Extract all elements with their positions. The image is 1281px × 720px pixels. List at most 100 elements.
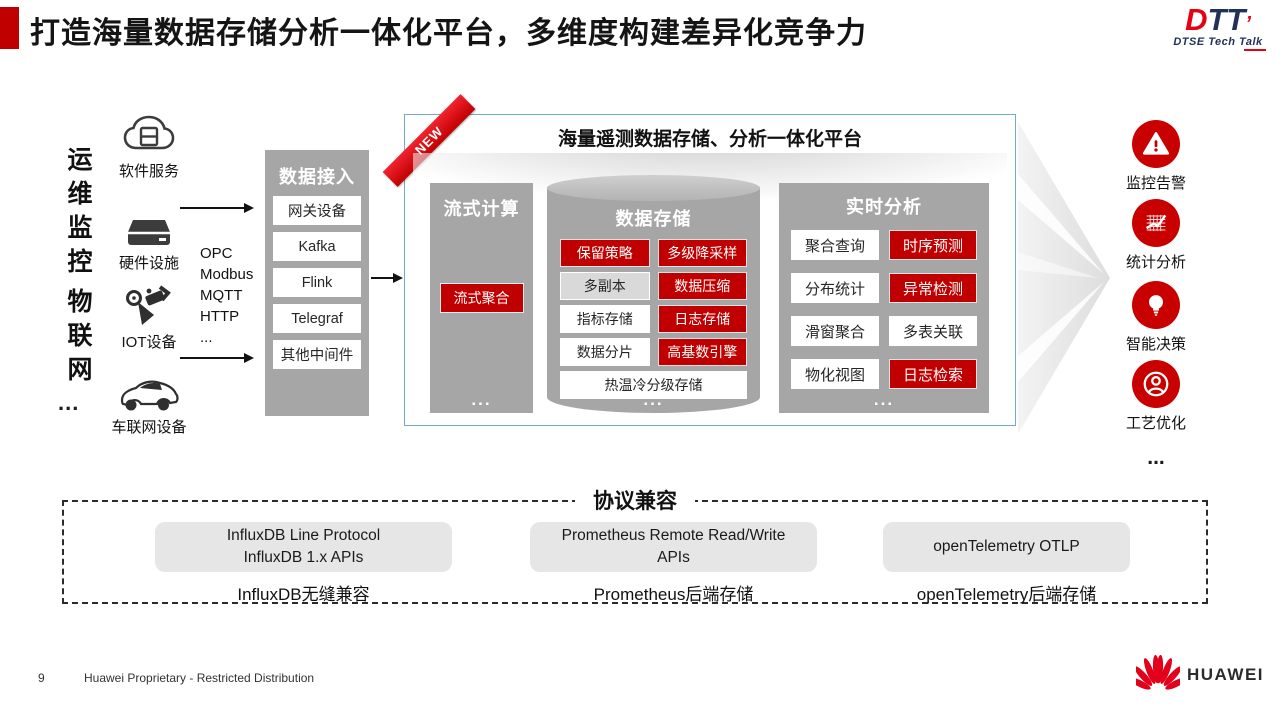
dtt-logo-d: D [1185,2,1208,37]
compat-card-opentelemetry: openTelemetry OTLP openTelemetry后端存储 [883,522,1130,605]
compat-card-line: InfluxDB 1.x APIs [243,549,364,566]
analysis-item: 异常检测 [889,273,977,303]
stream-computing-title: 流式计算 [443,199,520,219]
analysis-item: 多表关联 [889,316,977,346]
ingest-item: Flink [273,268,361,297]
source-iot-device: IOT设备 [101,283,197,352]
car-icon [101,368,197,414]
storage-item: 保留策略 [560,239,650,267]
storage-item: 多级降采样 [657,239,747,267]
analysis-item: 滑窗聚合 [791,316,879,346]
hardware-server-icon [101,204,197,250]
compat-card: Prometheus Remote Read/Write APIs [530,522,817,572]
person-icon [1132,360,1180,408]
realtime-analysis-panel: 实时分析 聚合查询 时序预测 分布统计 异常检测 滑窗聚合 多表关联 物化视图 … [779,183,989,413]
alert-icon [1132,120,1180,168]
storage-item: 数据分片 [560,338,650,366]
compat-card-line: InfluxDB Line Protocol [226,527,381,544]
ingest-item: Kafka [273,232,361,261]
storage-item: 日志存储 [657,305,747,333]
source-label: 车联网设备 [111,419,187,436]
analysis-item: 日志检索 [889,359,977,389]
arrow-sources-to-ingest-bottom [180,353,254,363]
chart-icon [1132,199,1180,247]
compat-caption: openTelemetry后端存储 [916,585,1097,604]
left-ellipsis: ... [58,390,80,415]
dtt-logo-tick-icon: ’ [1245,13,1251,35]
compat-card-prometheus: Prometheus Remote Read/Write APIs Promet… [530,522,817,605]
dtt-logo-tt: TT [1207,2,1246,37]
source-software-service: 软件服务 [101,112,197,181]
platform-title: 海量遥测数据存储、分析一体化平台 [557,129,862,150]
analysis-item: 聚合查询 [791,230,879,260]
protocol-item: MQTT [200,287,243,304]
arrow-ingest-to-platform [371,273,403,283]
storage-item: 热温冷分级存储 [560,371,747,399]
data-storage-panel: 数据存储 保留策略 多级降采样 多副本 数据压缩 指标存储 日志存储 数据分片 … [547,175,760,413]
compat-card: InfluxDB Line Protocol InfluxDB 1.x APIs [155,522,452,572]
output-statistical-analysis: 统计分析 [1116,199,1196,272]
analysis-item: 时序预测 [889,230,977,260]
output-intelligent-decision: 智能决策 [1116,281,1196,354]
storage-item: 多副本 [560,272,650,300]
robot-arm-icon [101,283,197,329]
analysis-items-grid: 聚合查询 时序预测 分布统计 异常检测 滑窗聚合 多表关联 物化视图 日志检索 [791,230,977,389]
output-label: 监控告警 [1125,175,1186,192]
arrow-sources-to-ingest-top [180,203,254,213]
storage-ellipsis: ... [643,390,664,409]
ingest-item: 其他中间件 [273,340,361,369]
bulb-icon [1132,281,1180,329]
protocol-list: OPC Modbus MQTT HTTP ... [200,243,253,348]
protocol-item: ... [200,329,213,346]
ingest-item: 网关设备 [273,196,361,225]
protocol-item: HTTP [200,308,240,325]
compat-card-line: Prometheus Remote Read/Write [561,527,786,544]
protocol-compat-section: 协议兼容 InfluxDB Line Protocol InfluxDB 1.x… [62,485,1208,605]
compat-card-line: APIs [657,549,690,566]
data-ingest-title: 数据接入 [279,167,355,187]
dtt-logo-text: DTT’ [1166,4,1270,35]
source-label: 软件服务 [118,163,179,180]
page-number: 9 [38,671,45,685]
compat-caption: Prometheus后端存储 [593,585,754,604]
compat-card-influxdb: InfluxDB Line Protocol InfluxDB 1.x APIs… [155,522,452,605]
analysis-ellipsis: ... [873,390,895,409]
output-label: 工艺优化 [1125,415,1186,432]
platform-box: NEW 海量遥测数据存储、分析一体化平台 流式计算 流式聚合 ... 数据存储 … [382,94,1016,426]
source-label: 硬件设施 [118,255,179,272]
realtime-analysis-title: 实时分析 [846,197,922,217]
dtt-logo-underline [1244,49,1266,51]
source-label: IOT设备 [121,334,177,351]
output-process-optimization: 工艺优化 [1116,360,1196,433]
analysis-item: 物化视图 [791,359,879,389]
group-label-ops-monitoring: 运维监控 [64,146,92,282]
storage-items-grid: 保留策略 多级降采样 多副本 数据压缩 指标存储 日志存储 数据分片 高基数引擎… [560,239,747,399]
output-label: 统计分析 [1125,254,1186,271]
huawei-brand-text: HUAWEI [1187,665,1264,684]
funnel-arrow-decoration [1018,122,1110,434]
cloud-software-icon [101,112,197,158]
storage-item: 指标存储 [560,305,650,333]
group-label-iot: 物联网 [64,288,92,390]
compat-card: openTelemetry OTLP [883,522,1130,572]
storage-item: 数据压缩 [657,272,747,300]
output-label: 智能决策 [1125,336,1186,353]
source-connected-car: 车联网设备 [101,368,197,437]
huawei-logo: HUAWEI [1136,655,1264,695]
protocol-item: Modbus [200,266,254,283]
dtt-logo-subtitle: DTSE Tech Talk [1173,36,1263,48]
huawei-flower-icon [1136,655,1180,690]
confidentiality-notice: Huawei Proprietary - Restricted Distribu… [84,671,315,685]
data-ingest-panel: 数据接入 网关设备 Kafka Flink Telegraf 其他中间件 [265,150,369,416]
compat-caption: InfluxDB无缝兼容 [237,585,370,604]
page-title: 打造海量数据存储分析一体化平台，多维度构建差异化竞争力 [30,17,867,50]
compat-card-line: openTelemetry OTLP [933,538,1080,555]
output-monitoring-alert: 监控告警 [1116,120,1196,193]
protocol-compat-title: 协议兼容 [575,485,695,515]
stream-item: 流式聚合 [439,283,524,313]
protocol-item: OPC [200,245,233,262]
storage-item: 高基数引擎 [657,338,747,366]
analysis-item: 分布统计 [791,273,879,303]
data-storage-title: 数据存储 [615,209,692,229]
